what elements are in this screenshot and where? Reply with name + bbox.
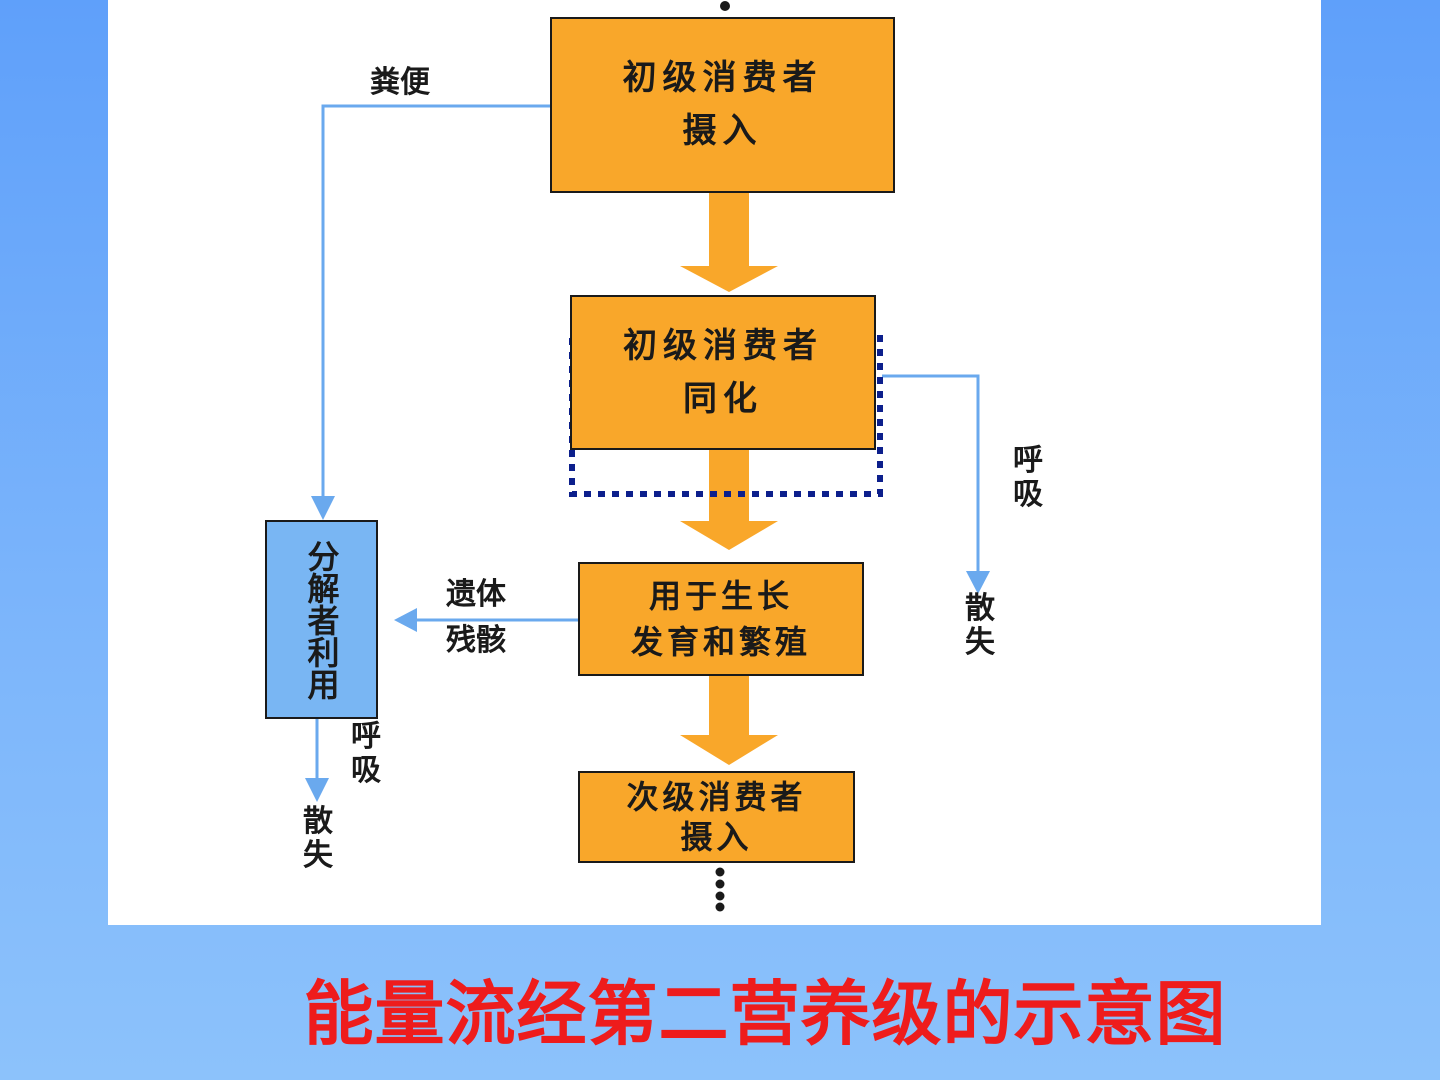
- feces-arrowhead-icon: [311, 496, 335, 520]
- respiration-left-label: 呼 吸: [351, 719, 381, 788]
- dissipate-right-label: 散 失: [965, 591, 995, 660]
- flow-arrow-2-icon: [680, 450, 778, 550]
- decomposer-box: 分解者利用: [265, 520, 378, 719]
- feces-label: 粪便: [370, 65, 430, 100]
- feces-line: [321, 104, 550, 500]
- assimilate-line2: 同化: [683, 378, 763, 419]
- ingest-box: 初级消费者 摄入: [550, 17, 895, 193]
- respiration-right-arrowhead-icon: [966, 571, 990, 594]
- remains-arrowhead-icon: [394, 608, 417, 632]
- decomposer-label: 分解者利用: [302, 539, 341, 700]
- ingest-line2: 摄入: [682, 111, 763, 151]
- top-dot-icon: [720, 1, 730, 11]
- growth-line1: 用于生长: [648, 576, 793, 615]
- respiration-left-arrowhead-icon: [305, 778, 329, 802]
- secondary-box: 次级消费者 摄入: [578, 771, 855, 863]
- growth-box: 用于生长 发育和繁殖: [578, 562, 864, 676]
- ingest-line1: 初级消费者: [622, 58, 823, 99]
- diagram-panel: 初级消费者 摄入 初级消费者 同化 用于生长 发育和繁殖 次级消费者 摄入 分解…: [108, 0, 1321, 925]
- continuation-dots-icon: [715, 867, 725, 912]
- diagram-caption: 能量流经第二营养级的示意图: [303, 973, 1227, 1055]
- respiration-right-line: [882, 374, 980, 575]
- assimilate-box: 初级消费者 同化: [570, 295, 876, 450]
- growth-line2: 发育和繁殖: [630, 623, 811, 661]
- assimilate-line1: 初级消费者: [623, 325, 823, 366]
- dissipate-left-label: 散 失: [303, 804, 333, 873]
- remains-label-1: 遗体: [446, 577, 506, 612]
- respiration-right-label: 呼 吸: [1013, 443, 1043, 512]
- flow-arrow-1-icon: [680, 193, 778, 292]
- secondary-line1: 次级消费者: [626, 778, 807, 816]
- remains-label-2: 残骸: [446, 623, 506, 658]
- flow-arrow-3-icon: [680, 676, 778, 765]
- secondary-line2: 摄入: [680, 818, 753, 856]
